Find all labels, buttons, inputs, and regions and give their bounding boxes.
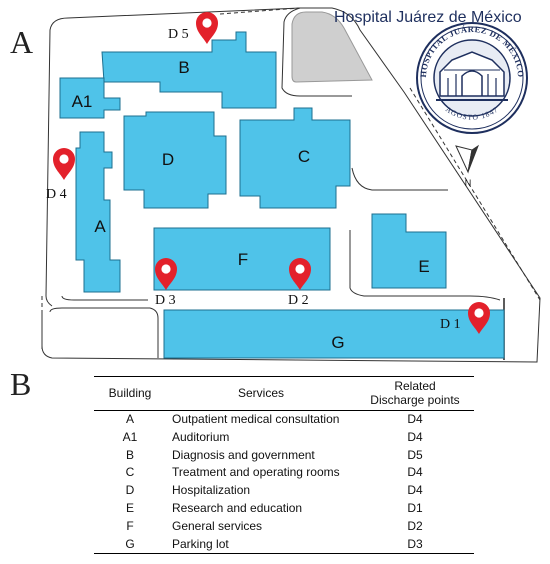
- header-related-line1: Related: [394, 379, 436, 393]
- building-a1: [59, 77, 121, 119]
- north-arrow-icon: N: [455, 144, 480, 188]
- building-label-e: E: [418, 257, 429, 276]
- cell-discharge: D3: [356, 535, 474, 555]
- building-label-c: C: [298, 147, 310, 166]
- header-building: Building: [94, 376, 166, 411]
- table-row: B Diagnosis and government D5: [94, 447, 474, 465]
- building-c: [239, 107, 351, 209]
- panel-a-label: A: [10, 24, 34, 60]
- panel-b-label: B: [10, 366, 32, 402]
- building-services-table: Building Services Related Discharge poin…: [94, 376, 474, 555]
- cell-discharge: D4: [407, 412, 423, 426]
- discharge-point-d2: D 2: [288, 258, 311, 308]
- table-row: D Hospitalization D4: [94, 482, 474, 500]
- building-b: [101, 31, 277, 109]
- discharge-point-d4: D 4: [46, 148, 75, 202]
- cell-discharge: D4: [407, 465, 423, 480]
- cell-building: A: [125, 412, 134, 426]
- discharge-label-d4: D 4: [46, 187, 67, 202]
- cell-services: Treatment and operating rooms: [172, 465, 340, 480]
- cell-services: Hospitalization: [172, 483, 251, 498]
- cell-discharge: D1: [407, 500, 423, 515]
- header-services: Services: [166, 376, 356, 411]
- cell-discharge: D5: [407, 447, 423, 462]
- cell-building: F: [126, 518, 134, 533]
- building-label-b: B: [178, 58, 189, 77]
- building-label-a1: A1: [72, 92, 93, 111]
- building-a: [75, 131, 121, 293]
- table-row: A1 Auditorium D4: [94, 429, 474, 447]
- hospital-name: Hospital Juárez de México: [334, 9, 522, 26]
- table-header-row: Building Services Related Discharge poin…: [94, 376, 474, 411]
- cell-building: B: [125, 447, 134, 462]
- cell-discharge: D4: [407, 483, 423, 498]
- table-row: G Parking lot D3: [94, 535, 474, 555]
- cell-services: Outpatient medical consultation: [172, 412, 340, 426]
- table-row: E Research and education D1: [94, 500, 474, 518]
- building-e: [371, 213, 447, 289]
- cell-services: Research and education: [172, 500, 303, 515]
- header-related-line2: Discharge points: [370, 393, 460, 407]
- cell-discharge: D2: [407, 518, 423, 533]
- discharge-label-d2: D 2: [288, 293, 309, 308]
- cell-building: G: [94, 535, 166, 555]
- cell-services: Diagnosis and government: [172, 447, 315, 462]
- building-g: [163, 309, 505, 359]
- cell-services: Auditorium: [172, 429, 230, 444]
- cell-building: D: [125, 483, 135, 498]
- table-row: A Outpatient medical consultation D4: [94, 411, 474, 429]
- cell-building: E: [125, 500, 134, 515]
- header-discharge-points: Related Discharge points: [356, 376, 474, 411]
- gray-zone: [291, 11, 373, 83]
- cell-services: General services: [172, 518, 263, 533]
- discharge-label-d5: D 5: [168, 27, 189, 42]
- hospital-site-map: B A1 D C A F E G D 5 D 4 D 3 D 2 D 1 Hos…: [41, 7, 541, 363]
- building-f: [153, 227, 331, 291]
- discharge-label-d3: D 3: [155, 293, 176, 308]
- hospital-seal: HOSPITAL JUÁREZ DE MÉXICO AGOSTO 1847: [416, 22, 528, 134]
- table-row: F General services D2: [94, 518, 474, 536]
- building-label-a: A: [94, 217, 106, 236]
- cell-building: C: [125, 465, 135, 480]
- building-d: [123, 111, 227, 209]
- building-label-g: G: [331, 333, 344, 352]
- north-label: N: [465, 178, 472, 188]
- discharge-point-d3: D 3: [155, 258, 177, 308]
- discharge-point-d1: D 1: [440, 302, 490, 334]
- cell-building: A1: [122, 429, 138, 444]
- table-row: C Treatment and operating rooms D4: [94, 464, 474, 482]
- cell-services: Parking lot: [166, 535, 356, 555]
- building-label-f: F: [238, 250, 248, 269]
- discharge-point-d5: D 5: [168, 12, 218, 44]
- cell-discharge: D4: [407, 429, 423, 444]
- building-label-d: D: [162, 150, 174, 169]
- discharge-label-d1: D 1: [440, 317, 461, 332]
- dashed-boundary-top: [219, 7, 332, 15]
- site-boundary: [41, 7, 541, 363]
